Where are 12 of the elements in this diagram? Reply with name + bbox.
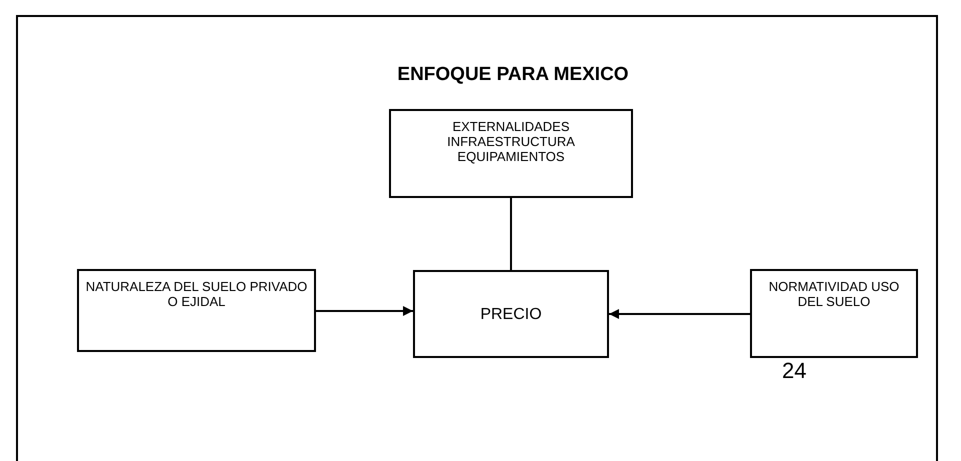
diagram-title: ENFOQUE PARA MEXICO xyxy=(396,64,630,86)
box-label: EXTERNALIDADES INFRAESTRUCTURA EQUIPAMIENTOS xyxy=(446,119,576,164)
box-label: NORMATIVIDAD USO DEL SUELO xyxy=(768,279,900,309)
process-box xyxy=(389,109,633,198)
arrow xyxy=(609,309,750,319)
box-label: NATURALEZA DEL SUELO PRIVADO O EJIDAL xyxy=(85,279,308,309)
box-label: PRECIO xyxy=(480,306,542,322)
arrow xyxy=(316,306,413,316)
page-number: 24 xyxy=(782,358,806,384)
process-box xyxy=(77,269,316,352)
process-box xyxy=(750,269,918,358)
process-box xyxy=(413,270,609,358)
